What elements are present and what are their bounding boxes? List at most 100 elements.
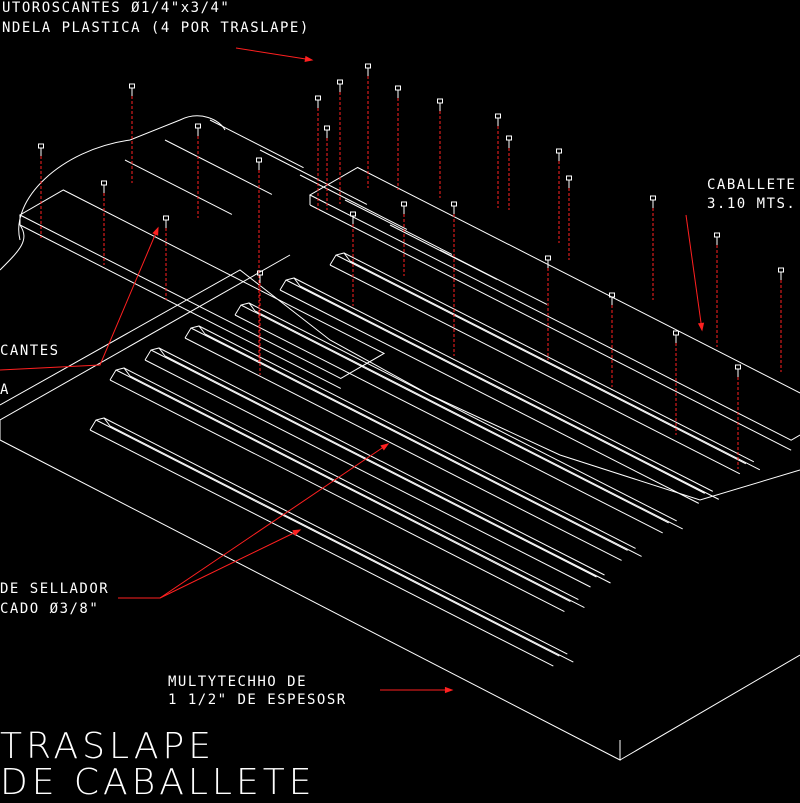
screw-25-head-icon [735, 364, 741, 370]
screw-16-head-icon [566, 175, 572, 181]
leader-left [0, 227, 159, 371]
roof-left-transverse-edge [0, 254, 291, 421]
front-rib-4-base-right [254, 310, 683, 530]
screw-17-head-icon [350, 211, 356, 217]
front-rib-3-base-right [204, 333, 642, 557]
roof-front-edge [0, 420, 621, 761]
sealer-label-line2: CADO Ø3/8" [0, 601, 100, 617]
leader-sealer-a-arrow-icon [380, 443, 390, 451]
upper-rib-0 [124, 159, 233, 215]
leader-screws-arrow-icon [304, 55, 314, 62]
front-rib-0-end-profile [89, 417, 111, 431]
screw-4-head-icon [101, 180, 107, 186]
screw-26-head-icon [778, 267, 784, 273]
front-rib-4-end-profile [234, 302, 256, 316]
ridge-cap-right-top [308, 166, 800, 441]
left-break-line [0, 224, 25, 271]
front-rib-0-crest-left [95, 419, 560, 657]
screw-20-head-icon [545, 255, 551, 261]
front-rib-0-base-left [89, 429, 554, 667]
upper-rib-3 [259, 149, 368, 205]
front-rib-1-base-left [109, 379, 565, 612]
screw-5-head-icon [163, 215, 169, 221]
title-line1: TRASLAPE [0, 726, 215, 767]
screw-1-head-icon [195, 123, 201, 129]
panel-label-line2: 1 1/2" DE ESPESOSR [168, 692, 347, 708]
front-rib-6-end-profile [329, 252, 351, 266]
front-rib-2-base-right [164, 355, 611, 584]
screw-2-head-icon [256, 157, 262, 163]
upper-rib-2 [209, 119, 304, 169]
front-rib-0-base-right [109, 425, 574, 663]
screw-24-head-icon [714, 232, 720, 238]
front-rib-2-crest-right [158, 347, 605, 576]
screw-3-head-icon [38, 143, 44, 149]
front-rib-3-crest-left [190, 327, 628, 551]
screw-13-head-icon [495, 113, 501, 119]
ridge-cap [18, 166, 800, 451]
screws-label-line1: UTOROSCANTES Ø1/4"x3/4" [2, 0, 231, 16]
screw-15-head-icon [556, 148, 562, 154]
ridge-label-line1: CABALLETE [707, 177, 797, 193]
roof-panels [0, 115, 800, 761]
screw-11-head-icon [395, 85, 401, 91]
front-rib-0-crest-right [103, 417, 568, 655]
sealer-label-line1: DE SELLADOR [0, 581, 110, 597]
front-rib-5-base-left [279, 289, 699, 504]
leader-sealer-b [159, 529, 301, 599]
leader-sealer-b-arrow-icon [292, 529, 302, 536]
upper-roof-cut-edge [18, 115, 226, 241]
front-rib-5-end-profile [279, 277, 301, 291]
front-rib-1-crest-left [115, 369, 571, 602]
leader-left-arrow-icon [152, 226, 159, 236]
leader-sealer-a [118, 443, 389, 599]
screw-23-head-icon [673, 330, 679, 336]
leader-lines [0, 47, 705, 694]
leader-panel-arrow-icon [444, 686, 454, 694]
screw-7-head-icon [315, 95, 321, 101]
front-rib-5-crest-right [293, 277, 713, 492]
front-rib-1-end-profile [109, 367, 131, 381]
leader-ridge-arrow-icon [697, 322, 705, 332]
screw-9-head-icon [337, 79, 343, 85]
screw-22-head-icon [650, 195, 656, 201]
front-rib-6-crest-left [335, 254, 747, 465]
front-rib-4-crest-left [240, 304, 669, 524]
front-rib-6-base-left [329, 264, 741, 475]
front-rib-4-base-left [234, 314, 663, 534]
screw-10-head-icon [365, 63, 371, 69]
leader-screws [235, 47, 313, 61]
front-rib-1-crest-right [123, 367, 579, 600]
panel-overlap-line [0, 269, 800, 501]
front-rib-6-crest-right [343, 252, 755, 463]
front-rib-5-base-right [299, 285, 719, 500]
front-rib-3-base-left [184, 337, 622, 561]
panel-label-line1: MULTYTECHHO DE [168, 674, 308, 690]
screws-label-line2: NDELA PLASTICA (4 POR TRASLAPE) [2, 20, 310, 36]
screw-8-head-icon [324, 125, 330, 131]
title-line2: DE CABALLETE [0, 762, 316, 803]
screw-14-head-icon [506, 135, 512, 141]
front-rib-3-end-profile [184, 325, 206, 339]
left-label-line1: CANTES [0, 343, 60, 359]
front-rib-5-crest-left [285, 279, 705, 494]
screw-18-head-icon [401, 201, 407, 207]
front-rib-3-crest-right [198, 325, 636, 549]
ridge-cap-left-top [18, 189, 386, 380]
screw-19-head-icon [451, 201, 457, 207]
ridge-cap-right-thickness-edge [309, 204, 792, 451]
upper-rib-5 [344, 199, 453, 255]
front-rib-2-base-left [144, 359, 591, 588]
upper-rib-7 [439, 249, 548, 305]
leader-ridge [685, 214, 703, 331]
front-rib-6-base-right [349, 260, 761, 471]
front-rib-4-crest-right [248, 302, 677, 522]
left-label-line2: A [0, 382, 10, 398]
screw-0-head-icon [129, 83, 135, 89]
screw-12-head-icon [437, 98, 443, 104]
roof-bottom-edge [619, 654, 800, 761]
ridge-label-line2: 3.10 MTS. [707, 196, 797, 212]
screws [38, 63, 784, 469]
front-rib-1-base-right [129, 375, 585, 608]
